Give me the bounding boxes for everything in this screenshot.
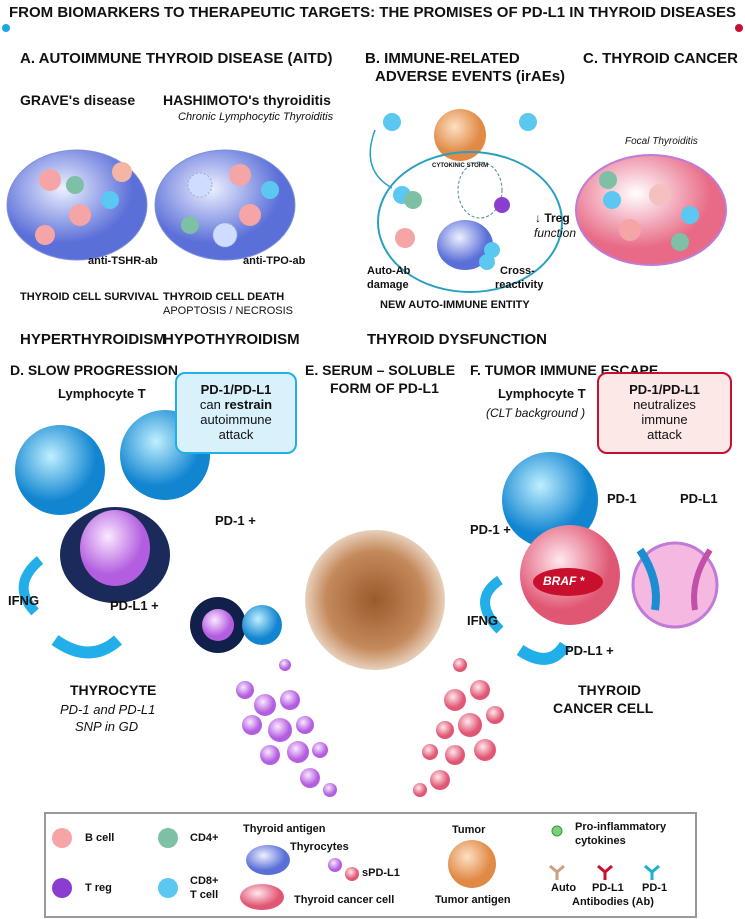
thyroid-cancer-illustration — [575, 154, 727, 266]
legend-ab-pdl1: PD-L1 — [592, 882, 624, 894]
auto-ab-label-2: damage — [367, 279, 409, 291]
panel-e-heading-2: FORM OF PD-L1 — [330, 380, 439, 396]
legend-tumor-antigen: Tumor antigen — [435, 894, 511, 906]
cd8-icon — [158, 878, 178, 898]
page-title: FROM BIOMARKERS TO THERAPEUTIC TARGETS: … — [9, 4, 736, 21]
auto-ab-label-1: Auto-Ab — [367, 265, 411, 277]
panel-d-lymphocyte: Lymphocyte T — [58, 386, 146, 401]
legend-cd4: CD4+ — [190, 832, 219, 844]
panel-f-pd1: PD-1 + — [470, 522, 511, 537]
legend-thyroid-antigen: Thyroid antigen — [243, 823, 326, 835]
callout-line: neutralizes — [633, 397, 696, 412]
graves-title: GRAVE's disease — [20, 92, 136, 108]
callout-line: PD-1/PD-L1 — [200, 382, 272, 397]
callout-emphasis: restrain — [224, 397, 273, 412]
auto-antibody-icon — [549, 864, 565, 880]
panel-f-ifng: IFNG — [467, 613, 499, 628]
panel-a-heading: A. AUTOIMMUNE THYROID DISEASE (AITD) — [20, 50, 333, 67]
thyrocyte-icon — [246, 845, 290, 875]
cytokinic-storm-label: CYTOKINIC STORM — [432, 163, 489, 169]
graves-thyroid-illustration — [6, 149, 148, 261]
hashimoto-antibody: anti-TPO-ab — [243, 255, 306, 267]
inset-pdl1-label: PD-L1 — [680, 491, 718, 506]
callout-line: PD-1/PD-L1 — [629, 382, 700, 397]
irae-illustration — [369, 109, 563, 293]
snp-label-1: PD-1 and PD-L1 — [60, 702, 156, 717]
treg-function-label: function — [534, 226, 577, 240]
legend-thyrocytes: Thyrocytes — [290, 841, 349, 853]
legend-antibodies: Antibodies (Ab) — [572, 896, 654, 908]
pd1-antibody-icon — [644, 864, 660, 880]
pdl1-antibody-icon — [597, 864, 613, 880]
cd4-icon — [158, 828, 178, 848]
graves-antibody: anti-TSHR-ab — [88, 255, 158, 267]
hashimoto-result: HYPOTHYROIDISM — [163, 331, 300, 348]
panel-d-pdl1: PD-L1 + — [110, 598, 159, 613]
panel-f-pdl1: PD-L1 + — [565, 643, 614, 658]
slow-progression-illustration — [15, 410, 282, 659]
legend-cancer-cell: Thyroid cancer cell — [294, 894, 395, 906]
panel-e-heading-1: E. SERUM – SOLUBLE — [305, 362, 456, 378]
panel-d-pd1: PD-1 + — [215, 513, 256, 528]
legend-cd8-2: T cell — [190, 889, 219, 901]
inset-pd1-label: PD-1 — [607, 491, 637, 506]
panel-b-heading-2: ADVERSE EVENTS (irAEs) — [375, 68, 566, 85]
panel-b-result: THYROID DYSFUNCTION — [367, 331, 547, 348]
snp-label-2: SNP in GD — [75, 719, 139, 734]
cancer-cell-label-2: CANCER CELL — [553, 700, 654, 716]
legend-spdl1: sPD-L1 — [362, 867, 400, 879]
legend-cytokines-1: Pro-inflammatory — [575, 821, 667, 833]
spdl1-icon — [328, 858, 342, 872]
legend-ab-pd1: PD-1 — [642, 882, 668, 894]
hashimoto-outcome: THYROID CELL DEATH — [163, 291, 285, 303]
title-divider — [2, 24, 743, 32]
panel-d-ifng: IFNG — [8, 593, 40, 608]
panel-b-heading-1: B. IMMUNE-RELATED — [365, 50, 520, 67]
tumor-escape-illustration — [480, 452, 719, 665]
neutralize-callout: PD-1/PD-L1 neutralizes immune attack — [597, 372, 732, 454]
panel-c-subtitle: Focal Thyroiditis — [625, 136, 698, 147]
hashimoto-outcome-detail: APOPTOSIS / NECROSIS — [163, 305, 293, 317]
cancer-cell-label-1: THYROID — [578, 682, 641, 698]
panel-f-lymphocyte: Lymphocyte T — [498, 386, 586, 401]
legend-treg: T reg — [85, 882, 112, 894]
callout-line: attack — [647, 427, 682, 442]
new-entity-label: NEW AUTO-IMMUNE ENTITY — [380, 299, 530, 311]
hashimoto-thyroid-illustration — [154, 149, 296, 261]
panel-d-heading: D. SLOW PROGRESSION — [10, 362, 179, 378]
treg-icon — [52, 878, 72, 898]
cross-reactivity-label-1: Cross- — [500, 265, 535, 277]
panel-c-heading: C. THYROID CANCER — [583, 50, 739, 67]
legend-b-cell: B cell — [85, 832, 115, 844]
callout-line: immune — [641, 412, 688, 427]
thyrocyte-label: THYROCYTE — [70, 682, 157, 698]
thyroid-cancer-cell-icon — [240, 884, 284, 910]
b-cell-icon — [52, 828, 72, 848]
legend-ab-auto: Auto — [551, 882, 577, 894]
hashimoto-subtitle: Chronic Lymphocytic Thyroiditis — [178, 111, 334, 123]
down-arrow-icon: ↓ — [535, 211, 541, 225]
restrain-callout: PD-1/PD-L1 can restrain autoimmune attac… — [175, 372, 297, 454]
graves-outcome: THYROID CELL SURVIVAL — [20, 291, 159, 303]
graves-result: HYPERTHYROIDISM — [20, 331, 166, 348]
treg-label: Treg — [544, 211, 570, 225]
cross-reactivity-label-2: reactivity — [495, 279, 544, 291]
callout-text: can — [199, 397, 225, 412]
legend-icons — [44, 812, 697, 918]
ihc-stain-image — [305, 530, 445, 670]
cytokine-icon — [551, 825, 563, 837]
callout-line: autoimmune — [200, 412, 272, 427]
legend-cytokines-2: cytokines — [575, 835, 626, 847]
hashimoto-title: HASHIMOTO's thyroiditis — [163, 92, 331, 108]
panel-f-background: (CLT background ) — [486, 406, 586, 420]
legend-cd8-1: CD8+ — [190, 875, 219, 887]
legend-tumor: Tumor — [452, 824, 486, 836]
tumor-icon — [448, 840, 496, 888]
callout-line: attack — [218, 427, 254, 442]
braf-label: BRAF * — [543, 574, 585, 588]
